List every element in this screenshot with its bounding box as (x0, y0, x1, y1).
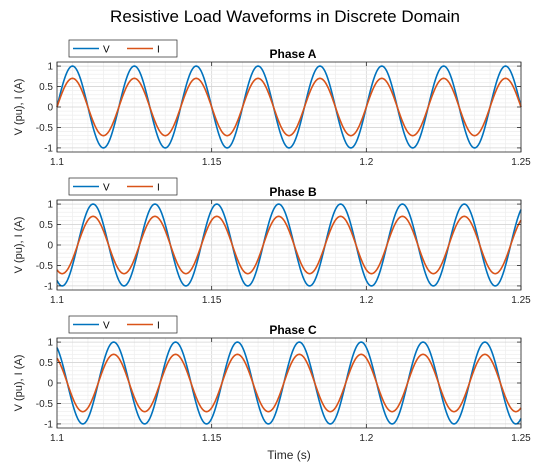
y-tick-label: 0 (47, 241, 53, 252)
subplot-2: -1 -0.5 0 0.5 1 1.1 1.15 1.2 1.25 Phase B V (pu), … (13, 177, 531, 306)
y-tick-label: 0 (47, 379, 53, 390)
y-tick-label: -1 (44, 419, 53, 430)
subplot-title: Phase B (269, 185, 317, 199)
y-tick-label: 0.5 (39, 220, 53, 231)
y-tick-label: -1 (44, 281, 53, 292)
y-tick-label: -0.5 (36, 123, 54, 134)
x-tick-label: 1.2 (359, 295, 373, 306)
series-line-v (56, 203, 522, 287)
x-tick-label: 1.1 (50, 295, 64, 306)
x-tick-label: 1.25 (511, 433, 531, 444)
figure-title: Resistive Load Waveforms in Discrete Dom… (110, 7, 460, 26)
x-tick-label: 1.1 (50, 433, 64, 444)
y-axis-label: V (pu), I (A) (13, 79, 25, 136)
legend-box (68, 39, 178, 58)
legend-label-v: V (103, 45, 110, 56)
x-tick-label: 1.15 (202, 295, 222, 306)
legend-label-i: I (157, 321, 160, 332)
x-tick-label: 1.25 (511, 157, 531, 168)
subplots: -1 -0.5 0 0.5 1 1.1 1.15 1.2 1.25 Phase A V (pu), … (13, 39, 531, 444)
x-axis-label: Time (s) (267, 448, 311, 462)
y-tick-label: 1 (47, 200, 53, 211)
y-tick-label: 0 (47, 103, 53, 114)
y-tick-label: -1 (44, 143, 53, 154)
legend-box (68, 177, 178, 196)
y-axis-label: V (pu), I (A) (13, 217, 25, 274)
x-tick-label: 1.25 (511, 295, 531, 306)
x-tick-label: 1.15 (202, 433, 222, 444)
legend-label-i: I (157, 45, 160, 56)
subplot-3: -1 -0.5 0 0.5 1 1.1 1.15 1.2 1.25 Phase C V (pu), … (13, 315, 531, 444)
y-axis-label: V (pu), I (A) (13, 355, 25, 412)
x-tick-label: 1.1 (50, 157, 64, 168)
x-tick-label: 1.2 (359, 433, 373, 444)
legend-label-i: I (157, 183, 160, 194)
series-line-v (56, 65, 522, 149)
subplot-title: Phase C (269, 323, 317, 337)
y-tick-label: -0.5 (36, 261, 54, 272)
legend-label-v: V (103, 183, 110, 194)
x-tick-label: 1.2 (359, 157, 373, 168)
subplot-title: Phase A (270, 47, 317, 61)
legend-box (68, 315, 178, 334)
x-tick-label: 1.15 (202, 157, 222, 168)
subplot-1: -1 -0.5 0 0.5 1 1.1 1.15 1.2 1.25 Phase A V (pu), … (13, 39, 531, 168)
y-tick-label: 1 (47, 62, 53, 73)
series-line-i (56, 77, 522, 137)
series-line-v (56, 341, 522, 425)
series-line-i (56, 215, 522, 275)
y-tick-label: -0.5 (36, 399, 54, 410)
y-tick-label: 1 (47, 338, 53, 349)
legend-label-v: V (103, 321, 110, 332)
y-tick-label: 0.5 (39, 358, 53, 369)
series-line-i (56, 353, 522, 413)
y-tick-label: 0.5 (39, 82, 53, 93)
